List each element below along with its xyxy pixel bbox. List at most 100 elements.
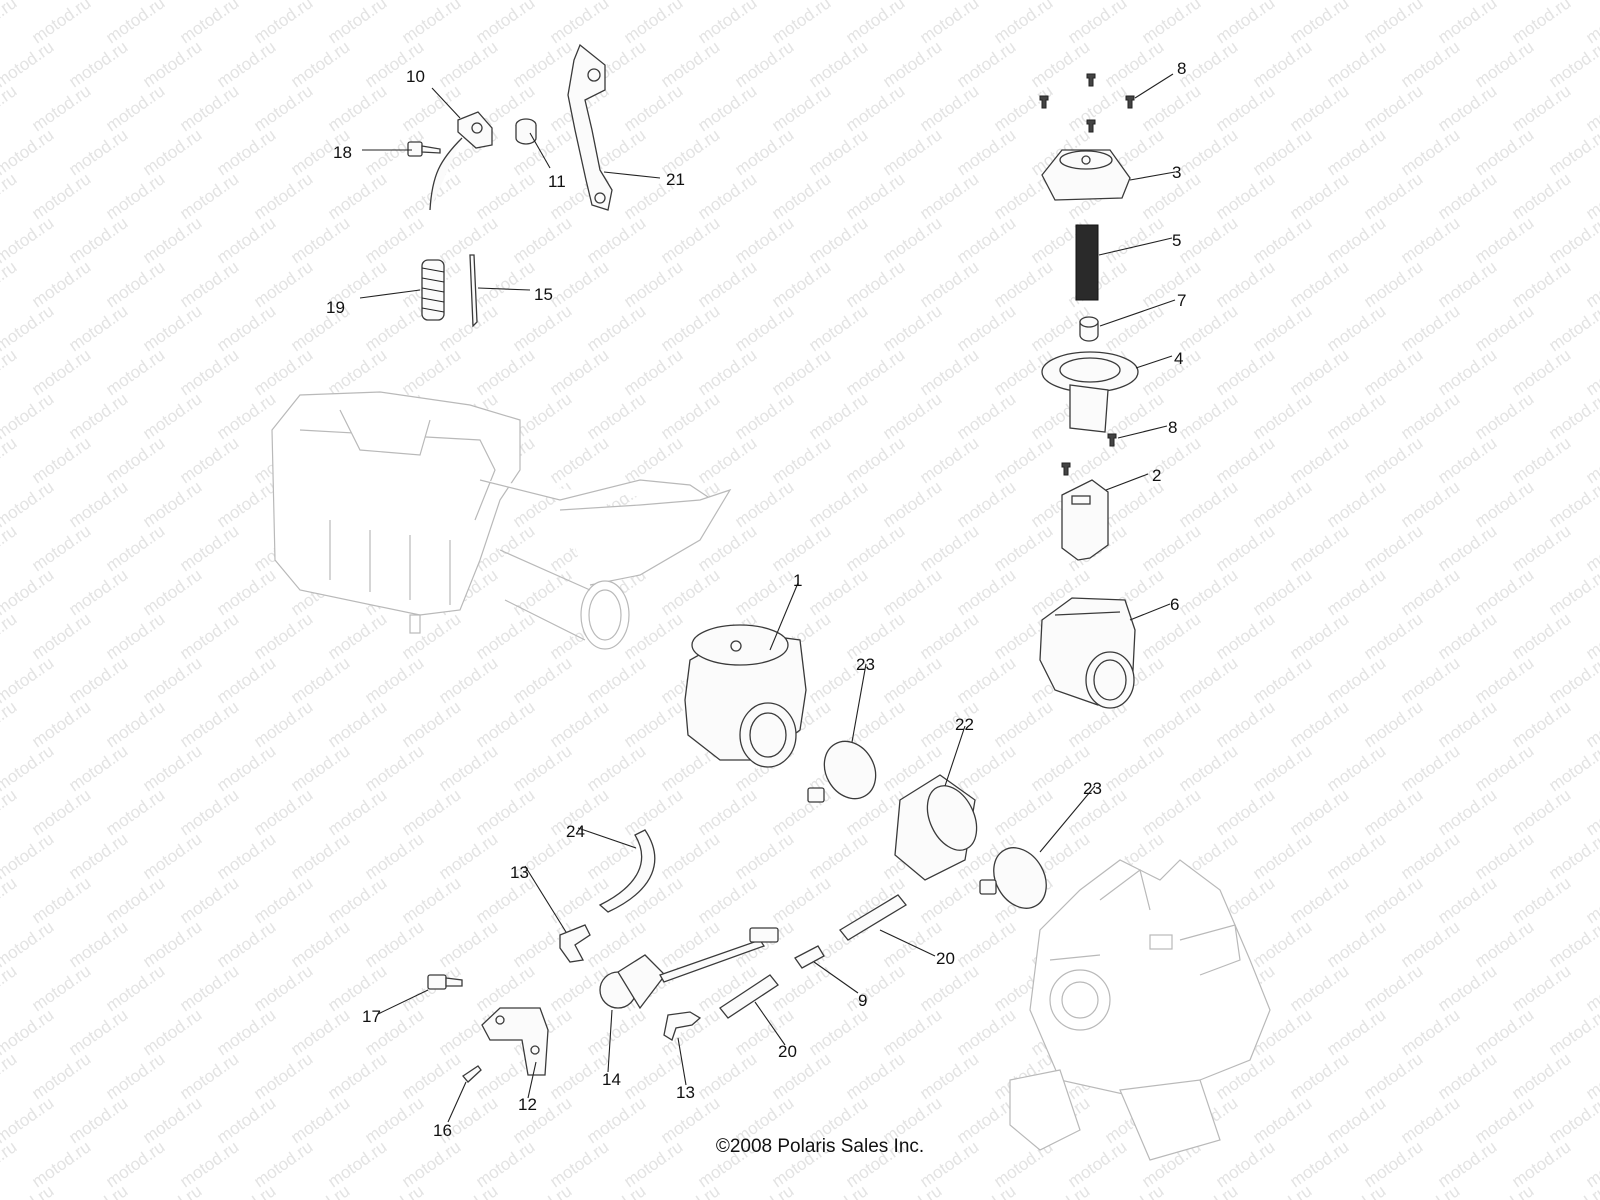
part-7-cap — [1079, 316, 1099, 342]
watermark-text: motod.ru — [1471, 917, 1537, 971]
watermark-text: motod.ru — [842, 433, 908, 487]
watermark-text: motod.ru — [324, 873, 390, 927]
watermark-text: motod.ru — [1323, 301, 1389, 355]
watermark-text: motod.ru — [879, 653, 945, 707]
watermark-text: motod.ru — [28, 433, 94, 487]
watermark-text: motod.ru — [213, 301, 279, 355]
watermark-text: motod.ru — [1286, 81, 1352, 135]
part-15-needle — [469, 254, 478, 328]
watermark-text: motod.ru — [1508, 697, 1574, 751]
watermark-text: motod.ru — [176, 785, 242, 839]
watermark-text: motod.ru — [953, 1181, 1019, 1200]
watermark-text: motod.ru — [1471, 653, 1537, 707]
watermark-text: motod.ru — [916, 0, 982, 47]
callout-21: 21 — [666, 170, 685, 189]
watermark-text: motod.ru — [28, 961, 94, 1015]
watermark-text: motod.ru — [176, 257, 242, 311]
watermark-text: motod.ru — [842, 609, 908, 663]
watermark-text: motod.ru — [583, 389, 649, 443]
watermark-text: motod.ru — [1434, 1137, 1500, 1191]
watermark-text: motod.ru — [139, 301, 205, 355]
watermark-text: motod.ru — [0, 0, 20, 47]
watermark-text: motod.ru — [842, 0, 908, 47]
watermark-text: motod.ru — [1545, 213, 1600, 267]
watermark-text: motod.ru — [694, 433, 760, 487]
watermark-text: motod.ru — [472, 0, 538, 47]
callout-5: 5 — [1172, 231, 1181, 250]
watermark-text: motod.ru — [28, 697, 94, 751]
watermark-text: motod.ru — [657, 301, 723, 355]
watermark-text: motod.ru — [398, 873, 464, 927]
watermark-text: motod.ru — [287, 741, 353, 795]
watermark-text: motod.ru — [1138, 697, 1204, 751]
watermark-text: motod.ru — [65, 653, 131, 707]
watermark-text: motod.ru — [1397, 1093, 1463, 1147]
watermark-text: motod.ru — [1508, 81, 1574, 135]
watermark-text: motod.ru — [0, 521, 20, 575]
engine-ghost — [1009, 859, 1271, 1161]
watermark-text: motod.ru — [361, 301, 427, 355]
watermark-text: motod.ru — [1434, 609, 1500, 663]
watermark-text: motod.ru — [1249, 653, 1315, 707]
watermark-text: motod.ru — [509, 37, 575, 91]
watermark-text: motod.ru — [102, 521, 168, 575]
watermark-text: motod.ru — [1434, 433, 1500, 487]
watermark-text: motod.ru — [657, 829, 723, 883]
watermark-text: motod.ru — [694, 169, 760, 223]
callout-3: 3 — [1172, 163, 1181, 182]
watermark-text: motod.ru — [102, 697, 168, 751]
watermark-text: motod.ru — [546, 0, 612, 47]
watermark-text: motod.ru — [176, 609, 242, 663]
callout-7: 7 — [1177, 291, 1186, 310]
watermark-text: motod.ru — [1545, 565, 1600, 619]
watermark-text: motod.ru — [1212, 609, 1278, 663]
watermark-text: motod.ru — [1434, 961, 1500, 1015]
watermark-text: motod.ru — [842, 169, 908, 223]
watermark-text: motod.ru — [1471, 125, 1537, 179]
watermark-text: motod.ru — [1471, 741, 1537, 795]
watermark-text: motod.ru — [1434, 81, 1500, 135]
watermark-text: motod.ru — [620, 609, 686, 663]
watermark-text: motod.ru — [102, 1137, 168, 1191]
watermark-text: motod.ru — [657, 565, 723, 619]
watermark-text: motod.ru — [1323, 829, 1389, 883]
watermark-text: motod.ru — [361, 653, 427, 707]
watermark-text: motod.ru — [472, 961, 538, 1015]
watermark-text: motod.ru — [1249, 1181, 1315, 1200]
watermark-text: motod.ru — [1360, 169, 1426, 223]
watermark-text: motod.ru — [990, 257, 1056, 311]
watermark-text: motod.ru — [28, 81, 94, 135]
watermark-text: motod.ru — [324, 81, 390, 135]
watermark-text: motod.ru — [953, 37, 1019, 91]
watermark-text: motod.ru — [1027, 37, 1093, 91]
callout-12: 12 — [518, 1095, 537, 1114]
watermark-text: motod.ru — [1323, 125, 1389, 179]
watermark-text: motod.ru — [1545, 653, 1600, 707]
watermark-text: motod.ru — [1249, 741, 1315, 795]
watermark-text: motod.ru — [657, 213, 723, 267]
watermark-text: motod.ru — [213, 565, 279, 619]
watermark-text: motod.ru — [768, 0, 834, 47]
part-20-hose-b — [839, 894, 907, 941]
watermark-text: motod.ru — [435, 653, 501, 707]
watermark-text: motod.ru — [472, 697, 538, 751]
watermark-text: motod.ru — [1397, 1181, 1463, 1200]
watermark-text: motod.ru — [28, 0, 94, 47]
watermark-text: motod.ru — [1286, 169, 1352, 223]
watermark-text: motod.ru — [176, 1049, 242, 1103]
watermark-text: motod.ru — [1286, 1137, 1352, 1191]
watermark-text: motod.ru — [1286, 873, 1352, 927]
watermark-text: motod.ru — [805, 829, 871, 883]
watermark-text: motod.ru — [139, 37, 205, 91]
watermark-text: motod.ru — [1212, 1137, 1278, 1191]
callout-17: 17 — [362, 1007, 381, 1026]
watermark-text: motod.ru — [990, 521, 1056, 575]
part-21-bracket — [567, 43, 613, 211]
watermark-text: motod.ru — [176, 961, 242, 1015]
watermark-text: motod.ru — [250, 1137, 316, 1191]
watermark-text: motod.ru — [139, 1005, 205, 1059]
watermark-text: motod.ru — [65, 301, 131, 355]
watermark-text: motod.ru — [1397, 37, 1463, 91]
part-1-carburetor — [684, 624, 807, 768]
